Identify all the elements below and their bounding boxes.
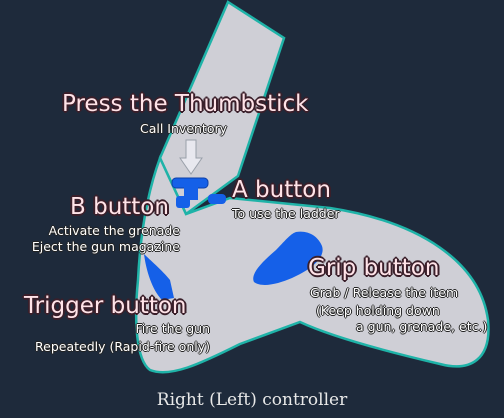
b-button-desc-2: Eject the gun magazine bbox=[31, 239, 180, 254]
arrow-down-icon bbox=[179, 139, 203, 175]
a-button-desc-1: To use the ladder bbox=[232, 206, 340, 221]
grip-button-icon bbox=[253, 231, 323, 285]
trigger-button-icon bbox=[144, 254, 174, 300]
a-button-icon bbox=[208, 194, 226, 204]
diagram-caption: Right (Left) controller bbox=[156, 390, 348, 410]
b-button-icon bbox=[176, 196, 190, 208]
b-button-title: B button bbox=[70, 194, 169, 220]
a-button-title: A button bbox=[232, 177, 331, 203]
trigger-button-desc-1: Fire the gun bbox=[135, 321, 210, 336]
grip-button-title: Grip button bbox=[308, 255, 440, 281]
b-button-desc-1: Activate the grenade bbox=[48, 223, 180, 238]
thumbstick-title: Press the Thumbstick bbox=[62, 91, 309, 117]
trigger-button-title: Trigger button bbox=[24, 293, 187, 319]
thumbstick-desc-1: Call Inventory bbox=[140, 121, 228, 136]
grip-button-desc-2: (Keep holding down bbox=[316, 303, 440, 318]
grip-button-desc-1: Grab / Release the item bbox=[310, 285, 459, 300]
grip-button-desc-3: a gun, grenade, etc.) bbox=[356, 319, 488, 334]
trigger-button-desc-2: Repeatedly (Rapid-fire only) bbox=[35, 339, 210, 354]
